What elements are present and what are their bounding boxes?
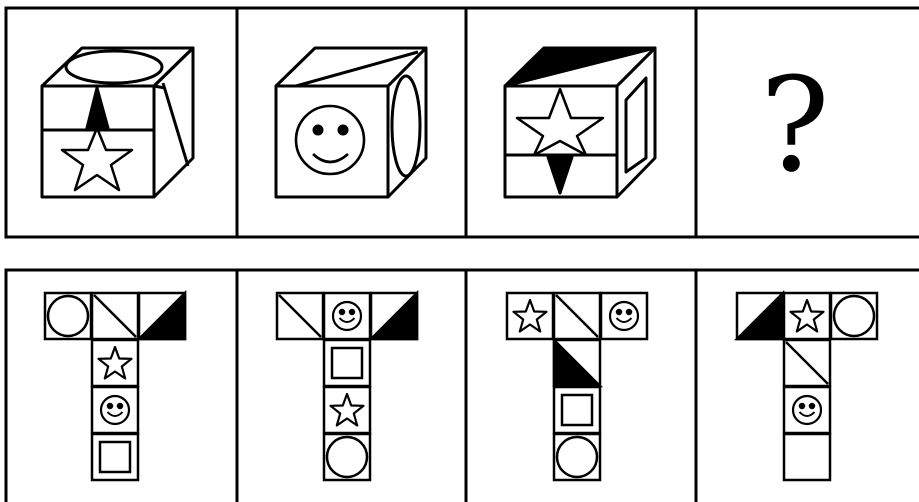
- cube-3-black-triangle: [546, 155, 574, 195]
- cube-3-right-rect: [624, 76, 648, 174]
- net-smiley: [608, 300, 640, 332]
- option-1-net[interactable]: [43, 289, 187, 482]
- net-smiley: [331, 300, 363, 332]
- net-star: [512, 298, 548, 333]
- option-3-net[interactable]: [505, 291, 649, 482]
- option-4-net[interactable]: [733, 289, 879, 482]
- cube-1-right-face: [152, 46, 195, 199]
- cube-2-front-face: [274, 84, 390, 199]
- net-diagonal: [785, 341, 829, 385]
- cube-1-top-ellipse: [64, 49, 164, 85]
- net-cell: [90, 385, 140, 435]
- net-cell: [322, 291, 372, 341]
- cube-2-top-face: [274, 46, 428, 88]
- net-diagonal: [555, 294, 599, 338]
- net-black-triangle: [733, 289, 785, 341]
- question-row-frame: [4, 6, 919, 239]
- net-black-triangle: [135, 289, 187, 341]
- net-diagonal: [93, 294, 137, 338]
- cube-2-right-face: [386, 46, 428, 199]
- net-cell: [90, 432, 140, 482]
- cube-1-right-line: [161, 82, 190, 167]
- net-smiley: [99, 394, 131, 426]
- net-inner-square: [560, 393, 594, 427]
- net-cell: [782, 385, 832, 435]
- net-black-triangle: [367, 289, 419, 341]
- net-smiley: [791, 394, 823, 426]
- net-black-triangle: [552, 336, 604, 388]
- cube-1-black-triangle: [85, 86, 110, 130]
- cube-3: [503, 46, 657, 199]
- option-2-net[interactable]: [275, 289, 419, 482]
- question-row: ?: [4, 6, 919, 239]
- net-cell: [322, 432, 372, 482]
- net-circle: [832, 294, 876, 338]
- options-row: [4, 268, 919, 502]
- net-circle: [325, 435, 369, 479]
- net-inner-square: [98, 440, 132, 474]
- cube-3-top-black-triangle: [503, 46, 657, 88]
- net-circle: [555, 435, 599, 479]
- cube-3-right-face: [615, 46, 657, 199]
- net-circle: [46, 294, 90, 338]
- question-mark: ?: [760, 49, 830, 201]
- net-cell: [782, 432, 832, 482]
- net-cell: [599, 291, 649, 341]
- cube-2-right-ellipse: [390, 74, 422, 178]
- net-cell: [43, 291, 93, 341]
- net-cell: [829, 291, 879, 341]
- cube-2-smiley: [294, 104, 366, 176]
- net-star: [329, 392, 365, 427]
- cube-2-top-diagonal: [295, 50, 419, 88]
- options-row-frame: [4, 268, 919, 502]
- cube-3-star: [515, 87, 605, 157]
- cube-1: [40, 46, 195, 199]
- net-cell: [552, 432, 602, 482]
- net-inner-square: [330, 346, 364, 380]
- net-star: [97, 345, 133, 380]
- cube-1-star: [60, 126, 134, 192]
- net-diagonal: [278, 294, 322, 338]
- cube-2: [274, 46, 428, 199]
- net-star: [789, 298, 825, 333]
